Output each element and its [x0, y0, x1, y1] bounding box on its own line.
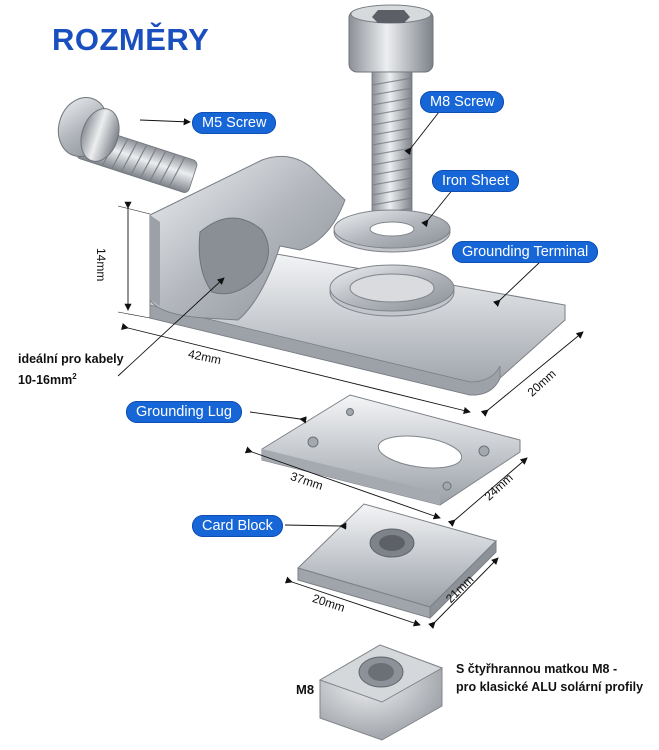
dimension-lines — [117, 102, 584, 630]
cable-note-superscript: 2 — [72, 372, 77, 381]
m8-screw-illustration — [348, 4, 434, 223]
grounding-lug-illustration — [261, 394, 521, 506]
label-m8-screw: M8 Screw — [420, 91, 505, 113]
cable-note-line2: 10-16mm2 — [18, 368, 124, 389]
iron-sheet-illustration — [333, 209, 451, 253]
cable-size-note: ideální pro kabely 10-16mm2 — [18, 350, 124, 389]
cable-note-size: 10-16mm — [18, 373, 73, 388]
nut-note-line2: pro klasické ALU solární profily — [456, 680, 644, 694]
nut-note-line1: S čtyřhrannou matkou M8 - — [456, 662, 618, 676]
label-grounding-terminal: Grounding Terminal — [452, 241, 599, 263]
m5-screw-illustration — [57, 97, 198, 193]
cable-note-line1: ideální pro kabely — [18, 352, 124, 366]
nut-description: S čtyřhrannou matkou M8 - pro klasické A… — [456, 660, 643, 696]
label-card-block: Card Block — [192, 515, 283, 537]
page-title: ROZMĚRY — [52, 22, 210, 57]
label-m5-screw: M5 Screw — [192, 112, 277, 134]
label-grounding-lug: Grounding Lug — [126, 401, 242, 423]
label-iron-sheet: Iron Sheet — [432, 170, 519, 192]
nut-size-label: M8 — [296, 682, 315, 697]
square-nut-illustration — [318, 644, 444, 741]
dim-terminal-height: 14mm — [94, 248, 108, 282]
